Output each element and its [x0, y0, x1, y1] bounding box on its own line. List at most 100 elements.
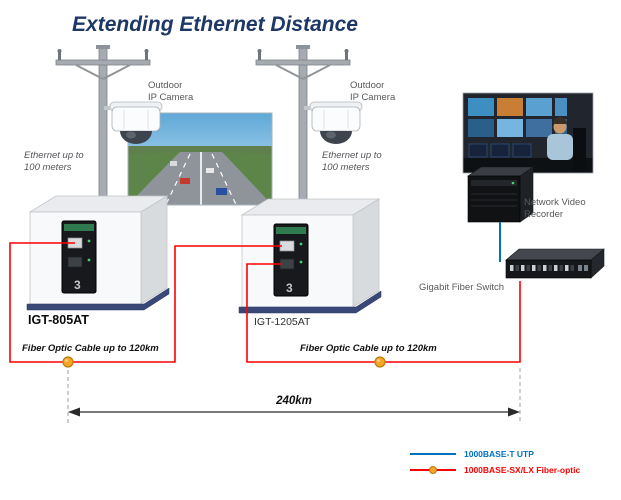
camera-dome — [320, 131, 352, 144]
antenna-tip — [344, 49, 349, 53]
switch-port — [526, 265, 530, 271]
uplink-port — [584, 265, 588, 271]
car — [180, 178, 190, 184]
camera-pole-1 — [55, 45, 151, 215]
wall-screen — [468, 98, 494, 116]
switch-port — [543, 265, 547, 271]
switch-port — [521, 265, 525, 271]
switch-port — [559, 265, 563, 271]
pole-cap — [96, 45, 110, 49]
switch-port — [515, 265, 519, 271]
pole-cap — [296, 45, 310, 49]
desk-monitor — [490, 143, 510, 158]
cabinet-side — [352, 198, 380, 308]
distance-guides — [67, 368, 521, 424]
dome-highlight — [126, 131, 136, 139]
fiber-line — [246, 263, 521, 363]
antenna — [258, 52, 261, 60]
cabinet-base — [238, 290, 382, 314]
legend: 1000BASE-T UTP 1000BASE-SX/LX Fiber-opti… — [410, 449, 580, 475]
highway-photo — [127, 112, 273, 206]
switch-port — [510, 265, 514, 271]
dot-highlight — [377, 359, 380, 362]
led — [299, 242, 303, 246]
switch-top — [505, 248, 605, 261]
splice-dot-icon — [374, 356, 386, 368]
ip-camera-1 — [104, 101, 163, 144]
legend-label-utp: 1000BASE-T UTP — [464, 449, 534, 459]
switch-port — [570, 265, 574, 271]
led — [511, 181, 515, 185]
ethernet1-label: Ethernet up to 100 meters — [24, 150, 84, 173]
arrowhead-right-icon — [508, 407, 520, 417]
converter-top-panel — [64, 224, 94, 231]
antenna-tip — [57, 49, 62, 53]
utp-port — [67, 256, 83, 268]
splice-dot-icon — [62, 356, 74, 368]
brace — [75, 64, 104, 80]
desk-monitor — [468, 143, 488, 158]
dome-highlight — [326, 131, 336, 139]
switch-port — [548, 265, 552, 271]
fiber-port — [279, 240, 295, 252]
converter2-model-label: IGT-1205AT — [254, 316, 311, 328]
antenna — [58, 52, 61, 60]
pole — [98, 47, 108, 215]
device-marking: 3 — [74, 278, 81, 292]
ethernet2-label: Ethernet up to 100 meters — [322, 150, 382, 173]
utp-line-sample-icon — [410, 453, 456, 455]
equipment-cabinet-2 — [238, 198, 382, 314]
camera-housing — [311, 106, 361, 132]
media-converter-1: 3 — [61, 220, 97, 294]
nvr-panel-strip — [471, 180, 517, 186]
distance-dimension — [68, 407, 520, 417]
antenna-tip — [144, 49, 149, 53]
car — [206, 168, 214, 173]
wall-screen — [497, 119, 523, 137]
fiber-line-sample-icon — [410, 466, 456, 474]
camera2-label: Outdoor IP Camera — [350, 80, 396, 103]
camera1-label: Outdoor IP Camera — [148, 80, 194, 103]
ip-camera-2 — [304, 101, 363, 144]
switch-port — [537, 265, 541, 271]
nvr-label: Network Video Recorder — [524, 197, 586, 220]
brace — [102, 64, 131, 80]
crossarm — [55, 59, 151, 66]
uplink-port — [578, 265, 582, 271]
chair — [573, 128, 586, 170]
total-distance-label: 240km — [276, 395, 312, 407]
cabinet-side — [140, 195, 168, 305]
equipment-cabinet-1 — [26, 195, 170, 311]
switch-port — [532, 265, 536, 271]
converter-top-panel — [276, 227, 306, 234]
camera-housing — [111, 106, 161, 132]
wall-screen — [526, 98, 552, 116]
wall-screen — [526, 119, 552, 137]
dot-highlight — [65, 359, 68, 362]
wall-screen — [468, 119, 494, 137]
car — [216, 188, 227, 195]
cabinet-base — [26, 287, 170, 311]
legend-item-utp: 1000BASE-T UTP — [410, 449, 580, 459]
fiber-switch-device — [505, 248, 605, 279]
legend-label-fiber: 1000BASE-SX/LX Fiber-optic — [464, 465, 581, 475]
brace — [275, 64, 304, 80]
nvr-device — [467, 166, 534, 223]
antenna — [145, 52, 148, 60]
brace — [302, 64, 331, 80]
page-title: Extending Ethernet Distance — [72, 13, 358, 36]
fiber-run2-label: Fiber Optic Cable up to 120km — [300, 343, 437, 354]
fiber-link-2 — [246, 263, 521, 363]
fiber-splice-dot-2 — [374, 356, 386, 368]
device-marking: 3 — [286, 281, 293, 295]
fiber-line — [9, 242, 282, 363]
fiber-run1-label: Fiber Optic Cable up to 120km — [22, 343, 159, 354]
pole — [298, 47, 308, 215]
wall-screen — [555, 98, 567, 116]
wall-screen — [497, 98, 523, 116]
led — [299, 260, 303, 264]
switch-label: Gigabit Fiber Switch — [419, 282, 505, 293]
switch-port — [565, 265, 569, 271]
